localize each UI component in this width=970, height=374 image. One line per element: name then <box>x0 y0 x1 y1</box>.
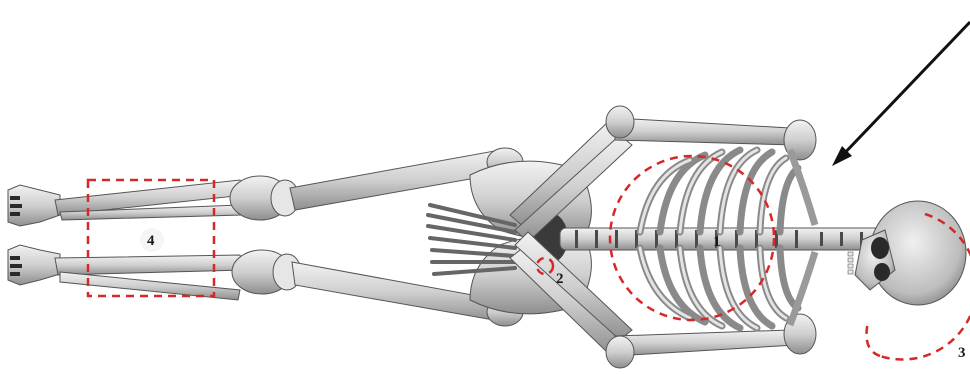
marker-4-label: 4 <box>147 233 155 249</box>
marker-1-label: 1 <box>713 234 721 250</box>
lower-legs <box>55 176 301 300</box>
arrow-icon <box>832 22 970 166</box>
marker-2-label: 2 <box>556 271 564 287</box>
feet <box>8 185 60 285</box>
marker-3-label: 3 <box>958 345 966 361</box>
skull <box>848 201 966 305</box>
